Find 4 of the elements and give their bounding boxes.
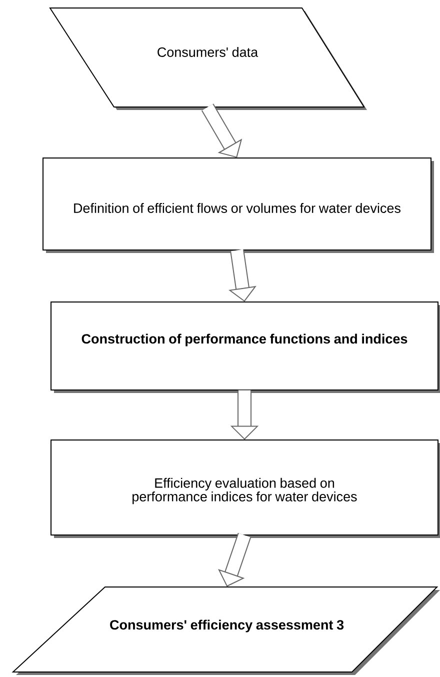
process-box: Construction of performance functions and indices — [50, 302, 440, 393]
process-box: Efficiency evaluation based on performance indices for water devices — [50, 440, 440, 538]
process-box: Definition of efficient flows or volumes for water devices — [42, 158, 434, 253]
block-arrow — [201, 104, 242, 158]
